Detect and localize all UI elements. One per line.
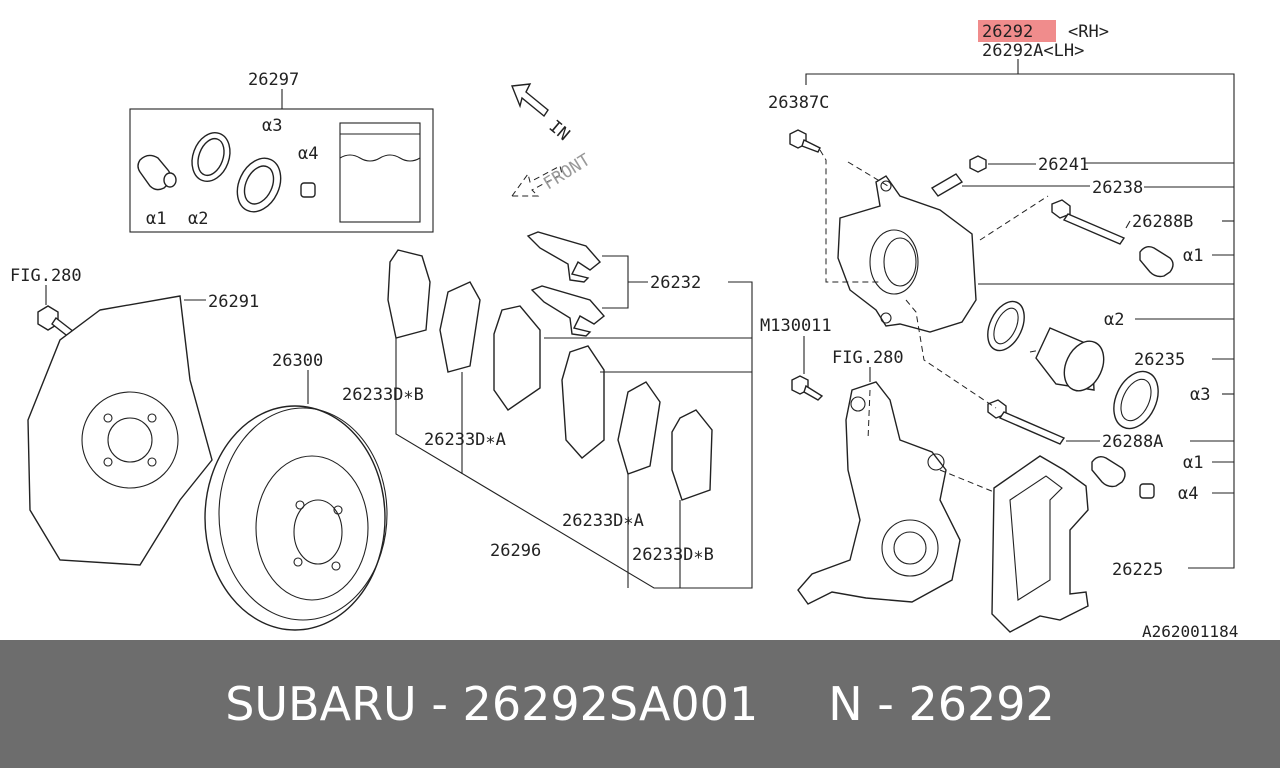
- footer-brand-part: SUBARU - 26292SA001: [225, 677, 759, 731]
- label-26225[interactable]: 26225: [1112, 560, 1163, 580]
- outer-pad-icon-left: [387, 249, 431, 339]
- label-26233db-right[interactable]: 26233D∗B: [632, 545, 714, 565]
- label-26238[interactable]: 26238: [1092, 178, 1143, 198]
- pad-set-bracket: [395, 281, 753, 589]
- bleeder-cap-icon: [969, 155, 987, 173]
- label-26233da-left[interactable]: 26233D∗A: [424, 430, 506, 450]
- front-arrow-icon: [511, 165, 563, 197]
- label-right-a1-top[interactable]: α1: [1183, 246, 1203, 266]
- pad-clip-icon-lower: [530, 285, 606, 337]
- piston-icon: [1035, 327, 1105, 392]
- label-fig280-knuckle[interactable]: FIG.280: [832, 348, 904, 368]
- inner-pad-icon-center: [493, 305, 541, 411]
- direction-front: FRONT: [540, 150, 594, 194]
- label-26288b[interactable]: 26288B: [1132, 212, 1193, 232]
- kit-grease-cap-icon: [300, 182, 316, 198]
- guide-pin-boot-icon-bottom: [1091, 455, 1126, 488]
- label-26235[interactable]: 26235: [1134, 350, 1185, 370]
- bleeder-bolt-icon: [789, 129, 821, 153]
- label-26233db-left[interactable]: 26233D∗B: [342, 385, 424, 405]
- grease-cap-icon: [1139, 483, 1155, 499]
- label-26387c[interactable]: 26387C: [768, 93, 829, 113]
- inner-pad-icon-right: [617, 381, 661, 475]
- label-kit-a1[interactable]: α1: [146, 209, 166, 229]
- kit-dust-boot-icon: [236, 157, 282, 213]
- label-kit-a3[interactable]: α3: [262, 116, 282, 136]
- assembly-line-caliper: [819, 149, 1049, 493]
- caliper-rh-number[interactable]: 26292: [982, 22, 1033, 42]
- guide-pin-b-icon: [1051, 199, 1126, 245]
- label-right-a2[interactable]: α2: [1104, 310, 1124, 330]
- caliper-lh-number[interactable]: 26292A<LH>: [982, 41, 1084, 61]
- pad-clip-icon-upper: [526, 231, 602, 283]
- part-highlight: [978, 20, 1056, 42]
- label-26288a[interactable]: 26288A: [1102, 432, 1163, 452]
- label-right-a1-bottom[interactable]: α1: [1183, 453, 1203, 473]
- label-26233da-right[interactable]: 26233D∗A: [562, 511, 644, 531]
- backing-plate-icon: [27, 295, 213, 566]
- label-m130011[interactable]: M130011: [760, 316, 832, 336]
- label-26297[interactable]: 26297: [248, 70, 299, 90]
- piston-seal-icon: [987, 300, 1025, 352]
- footer-bar: SUBARU - 26292SA001 N - 26292: [0, 640, 1280, 768]
- kit-seal-ring-icon: [191, 132, 231, 182]
- seal-kit-box: [129, 108, 434, 233]
- dust-boot-icon: [1113, 370, 1159, 430]
- outer-pad-icon-center: [561, 345, 605, 459]
- outer-pad-icon-right: [671, 409, 713, 501]
- label-right-a4[interactable]: α4: [1178, 484, 1198, 504]
- caliper-rh-suffix: <RH>: [1068, 22, 1109, 42]
- knuckle-bolt-icon: [791, 375, 824, 401]
- label-26296[interactable]: 26296: [490, 541, 541, 561]
- in-arrow-icon: [511, 83, 549, 118]
- label-26300[interactable]: 26300: [272, 351, 323, 371]
- label-26241[interactable]: 26241: [1038, 155, 1089, 175]
- grease-packet-icon: [339, 122, 421, 223]
- label-fig280-left[interactable]: FIG.280: [10, 266, 82, 286]
- inner-pad-icon-left: [439, 281, 481, 373]
- label-kit-a2[interactable]: α2: [188, 209, 208, 229]
- figure-id: A262001184: [1142, 622, 1238, 640]
- label-26232[interactable]: 26232: [650, 273, 701, 293]
- label-right-a3[interactable]: α3: [1190, 385, 1210, 405]
- caliper-body-icon: [837, 175, 977, 333]
- caliper-bracket-line: [805, 73, 1235, 569]
- direction-in: IN: [545, 117, 574, 145]
- brake-rotor-icon: [204, 405, 388, 631]
- steering-knuckle-icon: [797, 381, 961, 605]
- label-26291[interactable]: 26291: [208, 292, 259, 312]
- kit-boot-icon: [137, 154, 177, 191]
- footer-ref: N - 26292: [828, 677, 1055, 731]
- guide-pin-boot-icon-top: [1139, 245, 1174, 278]
- caliper-support-icon: [991, 455, 1089, 633]
- label-kit-a4[interactable]: α4: [298, 144, 318, 164]
- bleeder-screw-icon: [930, 173, 964, 197]
- guide-pin-a-icon: [987, 399, 1066, 445]
- parts-diagram: 26292 <RH> 26292A<LH> 26387C 26241 26238…: [10, 20, 1238, 640]
